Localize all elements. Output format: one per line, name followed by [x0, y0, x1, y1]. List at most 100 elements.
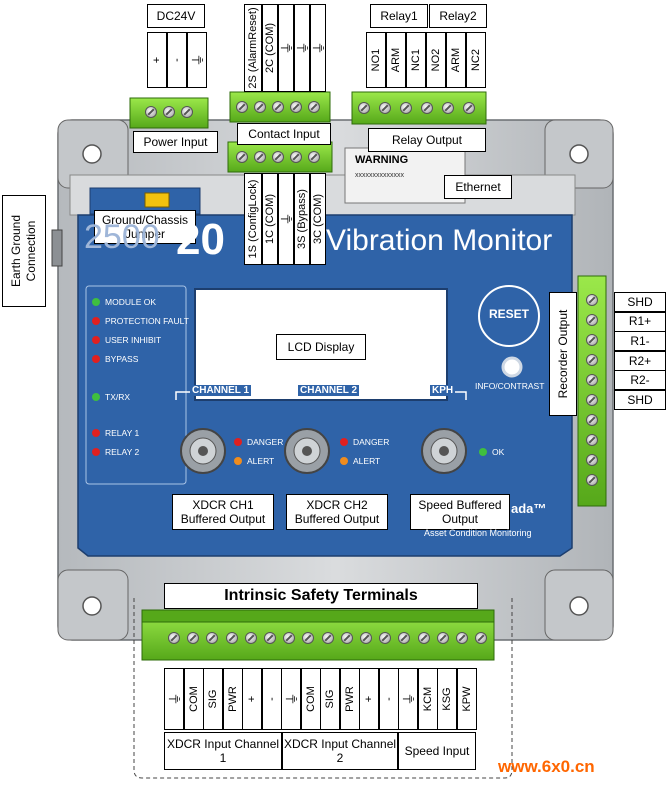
reset-button[interactable]: RESET: [488, 307, 529, 321]
mount-hole: [82, 596, 102, 616]
status-led-label: BYPASS: [105, 354, 139, 364]
ground-jumper-label: Ground/Chassis Jumper: [94, 210, 196, 244]
contact-pin-ground: ⏚: [294, 4, 311, 92]
warning-label: WARNING: [355, 154, 409, 166]
contact-pin-ground: ⏚: [278, 173, 295, 265]
status-led-label: RELAY 1: [105, 428, 140, 438]
bottom-pin-2: COM: [183, 668, 204, 730]
screw: [436, 632, 449, 644]
screw: [586, 314, 598, 326]
power-pin-ground: ⏚: [187, 32, 207, 88]
contact-pin-3c: 3C (COM): [310, 173, 326, 265]
bottom-pin-7: ⏚: [281, 668, 301, 730]
screw: [400, 102, 412, 114]
contact-pin-1s: 1S (ConfigLock): [244, 173, 262, 265]
kph-title: KPH: [430, 385, 456, 396]
status-led-7: RELAY 2: [92, 447, 139, 457]
screw: [586, 454, 598, 466]
screw: [586, 474, 598, 486]
lcd-display-label: LCD Display: [276, 334, 366, 360]
relay-pin-arm2: ARM: [446, 32, 466, 88]
screw: [236, 101, 248, 113]
status-led-label: TX/RX: [105, 392, 131, 402]
power-pin-minus: -: [167, 32, 187, 88]
screw: [475, 632, 488, 644]
ethernet-label: Ethernet: [444, 175, 512, 199]
bottom-pin-3: SIG: [203, 668, 223, 730]
bnc-kph: [421, 428, 467, 474]
status-led-2: PROTECTION FAULT: [92, 316, 189, 326]
status-led-1: MODULE OK: [92, 297, 156, 307]
screw: [254, 101, 266, 113]
dc24v-label: DC24V: [147, 4, 205, 28]
power-pin-plus: +: [147, 32, 167, 88]
contact-pin-ground: ⏚: [310, 4, 327, 92]
xdcr-ch2-output-label: XDCR CH2 Buffered Output: [286, 494, 388, 530]
relay-pin-no2: NO2: [426, 32, 446, 88]
relay2-label: Relay2: [429, 4, 487, 28]
screw: [421, 102, 433, 114]
info-contrast-label: INFO/CONTRAST: [475, 381, 545, 391]
screw: [379, 632, 392, 644]
screw: [586, 354, 598, 366]
screw: [308, 101, 320, 113]
screw: [586, 374, 598, 386]
bottom-pin-12: -: [378, 668, 399, 730]
status-led-3: USER INHIBIT: [92, 335, 161, 345]
relay1-label: Relay1: [370, 4, 428, 28]
speed-output-label: Speed Buffered Output: [410, 494, 510, 530]
status-led-label: USER INHIBIT: [105, 335, 162, 345]
status-led-label: MODULE OK: [105, 297, 157, 307]
contact-pin-ground: ⏚: [278, 4, 295, 92]
bottom-pin-8: COM: [300, 668, 321, 730]
status-led-6: RELAY 1: [92, 428, 139, 438]
power-input-label: Power Input: [133, 131, 218, 153]
led-indicator-icon: [92, 448, 100, 456]
bottom-pin-4: PWR: [222, 668, 243, 730]
screw: [302, 632, 315, 644]
bottom-pin-11: +: [359, 668, 379, 730]
screw: [283, 632, 296, 644]
led-indicator-icon: [92, 336, 100, 344]
status-led-4: BYPASS: [92, 354, 138, 364]
screw: [586, 334, 598, 346]
screw: [163, 106, 175, 118]
contact-input-label: Contact Input: [237, 123, 331, 145]
screw: [586, 394, 598, 406]
xdcr-ch1-output-label: XDCR CH1 Buffered Output: [172, 494, 274, 530]
screw: [308, 151, 320, 163]
screw: [225, 632, 238, 644]
recorder-pin-5: R2-: [614, 370, 666, 391]
screw: [254, 151, 266, 163]
ch2-danger-led: DANGER: [340, 437, 389, 447]
led-indicator-icon: [92, 355, 100, 363]
model-prefix: 2500: [84, 218, 160, 256]
screw: [340, 632, 353, 644]
recorder-pin-2: R1+: [614, 311, 666, 332]
screw: [321, 632, 334, 644]
bottom-pin-14: KCM: [417, 668, 438, 730]
bottom-pin-1: ⏚: [164, 668, 184, 730]
screw: [244, 632, 257, 644]
contact-pin-2c: 2C (COM): [262, 4, 278, 92]
screw: [290, 101, 302, 113]
screw: [586, 414, 598, 426]
status-led-label: PROTECTION FAULT: [105, 316, 189, 326]
xdcr-input-ch1-label: XDCR Input Channel 1: [164, 732, 282, 770]
screw: [417, 632, 430, 644]
relay-pin-nc2: NC2: [466, 32, 486, 88]
intrinsic-safety-label: Intrinsic Safety Terminals: [164, 583, 478, 609]
model-name: Vibration Monitor: [326, 224, 553, 257]
led-indicator-icon: [92, 317, 100, 325]
led-indicator-icon: [92, 429, 100, 437]
reset-button-shape: [478, 285, 540, 347]
earth-ground-label: Earth Ground Connection: [2, 195, 46, 307]
kph-ok-led: OK: [479, 447, 504, 457]
led-indicator-icon: [92, 298, 100, 306]
status-led-5: TX/RX: [92, 392, 130, 402]
screw: [586, 434, 598, 446]
bottom-pin-15: KSG: [437, 668, 457, 730]
warning-text: xxxxxxxxxxxxxx: [355, 172, 404, 179]
relay-pin-nc1: NC1: [406, 32, 426, 88]
